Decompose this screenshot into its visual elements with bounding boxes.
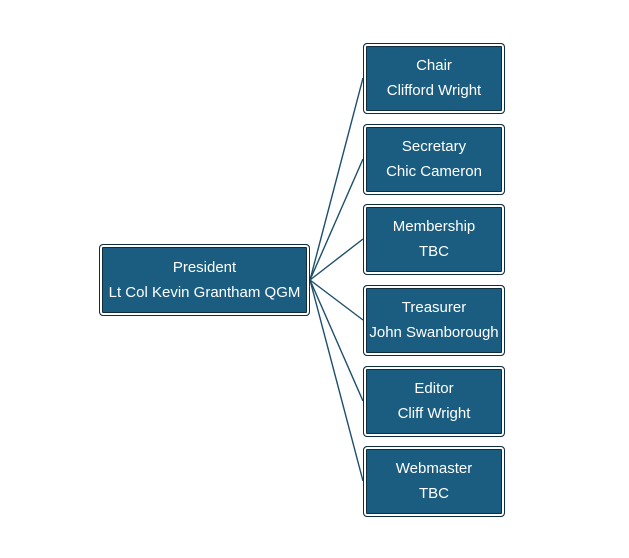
treasurer-box: Treasurer John Swanborough bbox=[363, 285, 505, 356]
connector-membership bbox=[309, 238, 364, 281]
editor-box: Editor Cliff Wright bbox=[363, 366, 505, 437]
president-box: President Lt Col Kevin Grantham QGM bbox=[99, 244, 310, 316]
secretary-title: Secretary bbox=[401, 138, 467, 155]
webmaster-title: Webmaster bbox=[395, 460, 473, 477]
connector-webmaster bbox=[309, 279, 364, 482]
webmaster-name: TBC bbox=[419, 485, 449, 502]
editor-name: Cliff Wright bbox=[397, 405, 471, 422]
membership-box: Membership TBC bbox=[363, 204, 505, 275]
chair-title: Chair bbox=[416, 57, 452, 74]
editor-title: Editor bbox=[414, 380, 454, 397]
chair-box: Chair Clifford Wright bbox=[363, 43, 505, 114]
secretary-name: Chic Cameron bbox=[386, 163, 482, 180]
membership-title: Membership bbox=[392, 218, 476, 235]
treasurer-name: John Swanborough bbox=[369, 324, 499, 341]
connector-editor bbox=[309, 279, 364, 402]
secretary-box: Secretary Chic Cameron bbox=[363, 124, 505, 195]
membership-name: TBC bbox=[419, 243, 449, 260]
treasurer-title: Treasurer bbox=[401, 299, 467, 316]
chair-name: Clifford Wright bbox=[386, 82, 482, 99]
president-title: President bbox=[172, 258, 237, 276]
connector-treasurer bbox=[309, 279, 364, 321]
connector-secretary bbox=[309, 158, 364, 281]
webmaster-box: Webmaster TBC bbox=[363, 446, 505, 517]
president-name: Lt Col Kevin Grantham QGM bbox=[108, 283, 301, 301]
connector-chair bbox=[309, 77, 364, 281]
